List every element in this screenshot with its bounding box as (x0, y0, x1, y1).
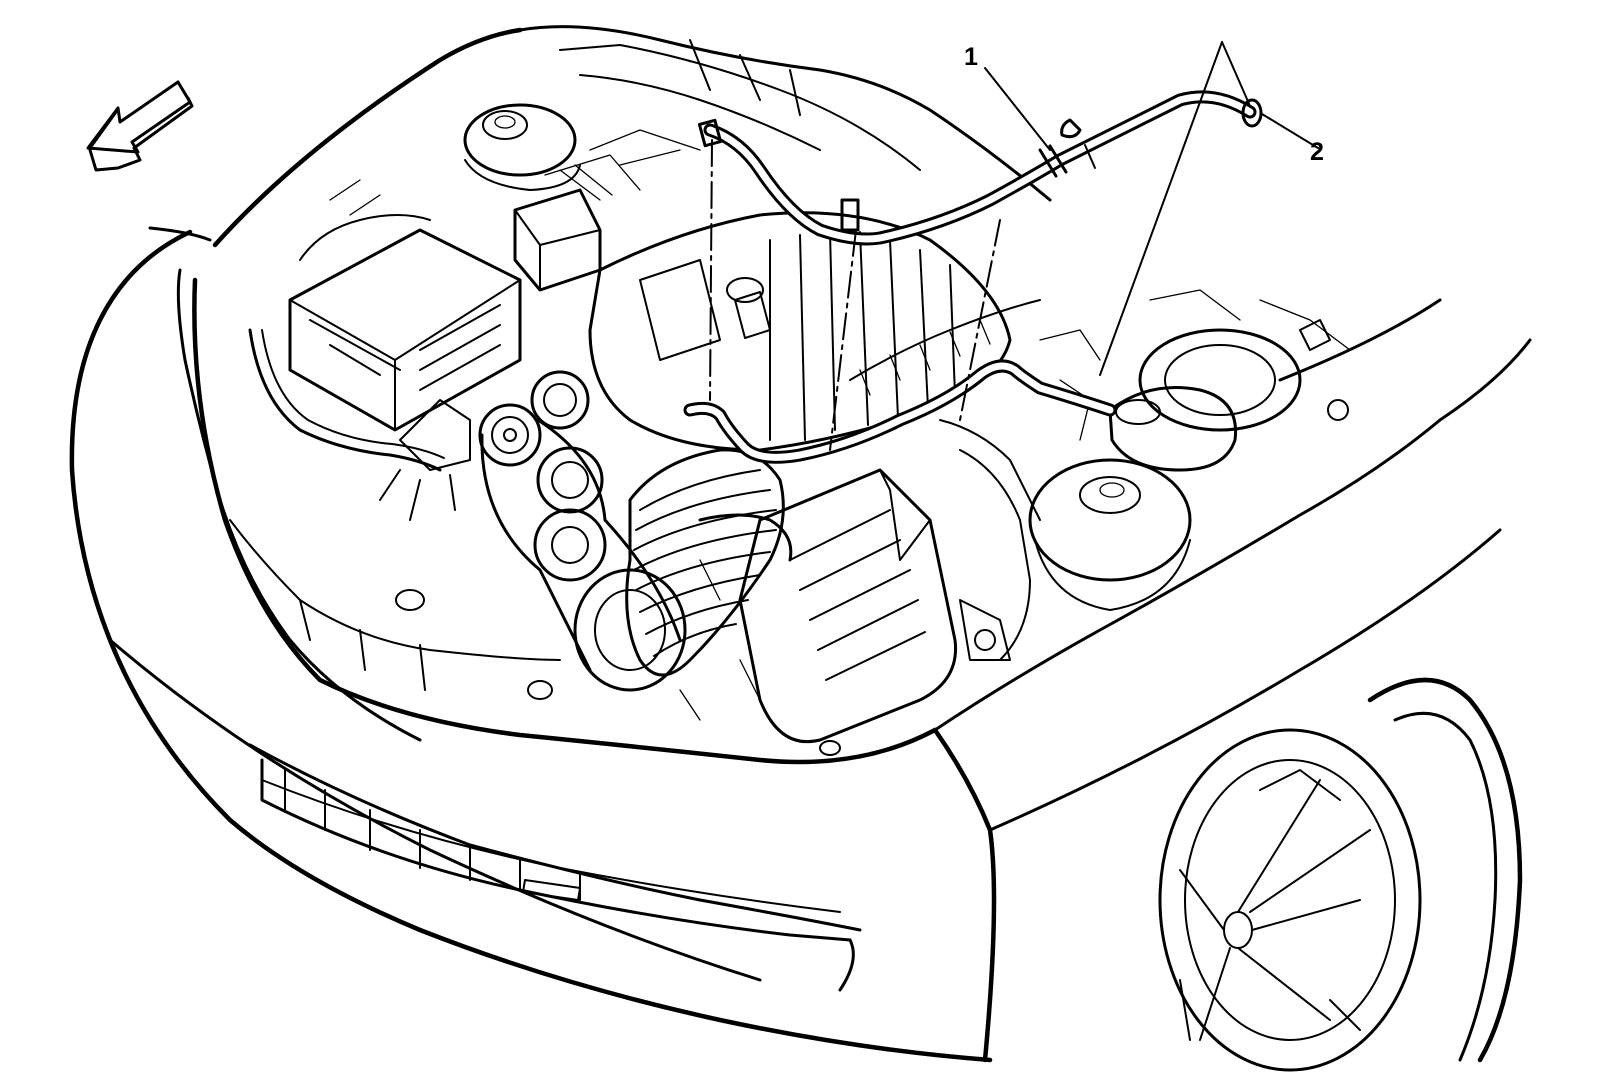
front-arrow-icon (86, 80, 194, 172)
vehicle-body-outline (69, 27, 1532, 1063)
callout-1-label: 1 (964, 43, 978, 71)
front-wheel (1158, 677, 1523, 1072)
leader-lines (709, 41, 1319, 451)
callout-2-label: 2 (1310, 138, 1324, 166)
engine-bay (229, 25, 1351, 756)
hose-assembly (683, 90, 1263, 464)
